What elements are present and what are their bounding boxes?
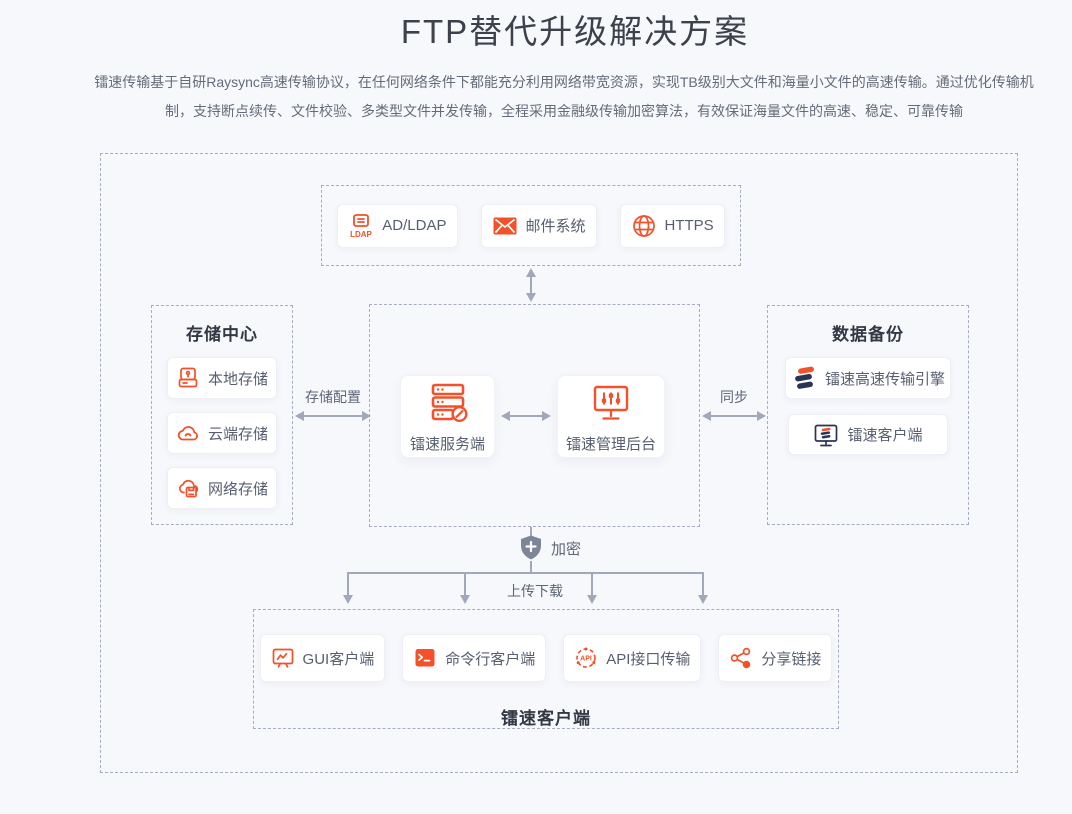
connector-shield-fan xyxy=(530,561,532,573)
raysync-clients-group: GUI客户端 命令行客户端 xyxy=(253,609,839,729)
solution-architecture-diagram: LDAP AD/LDAP 邮件系统 xyxy=(100,153,1018,773)
fanout-arrow-1 xyxy=(343,572,353,604)
card-https: HTTPS xyxy=(619,203,725,248)
sync-label: 同步 xyxy=(720,389,748,405)
raysync-client-icon xyxy=(813,422,839,448)
fanout-line xyxy=(347,572,704,574)
gui-client-icon xyxy=(271,646,295,670)
subtitle-line-2: 制，支持断点续传、文件校验、多类型文件并发传输，全程采用金融级传输加密算法，有效… xyxy=(165,103,963,119)
card-raysync-admin-console: 镭速管理后台 xyxy=(557,375,665,458)
mail-icon xyxy=(492,213,518,239)
card-label: 命令行客户端 xyxy=(445,650,536,668)
fanout-arrow-2 xyxy=(460,572,470,604)
card-label: 镭速高速传输引擎 xyxy=(824,370,945,388)
group-title-storage-center: 存储中心 xyxy=(186,325,258,344)
globe-icon xyxy=(631,213,657,239)
card-share-link: 分享链接 xyxy=(718,634,833,682)
card-label: HTTPS xyxy=(664,217,714,234)
cli-client-icon xyxy=(413,646,437,670)
card-raysync-engine: 镭速高速传输引擎 xyxy=(785,357,951,399)
card-label: 网络存储 xyxy=(207,480,268,498)
subtitle-line-1: 镭速传输基于自研Raysync高速传输协议，在任何网络条件下都能充分利用网络带宽… xyxy=(94,74,1034,90)
connector-storage-core xyxy=(295,411,371,421)
page-subtitle: 镭速传输基于自研Raysync高速传输协议，在任何网络条件下都能充分利用网络带宽… xyxy=(85,68,1043,126)
svg-text:LDAP: LDAP xyxy=(350,230,372,239)
card-label: 镭速服务端 xyxy=(409,435,485,453)
fanout-arrow-3 xyxy=(587,572,597,604)
page-title: FTP替代升级解决方案 xyxy=(400,13,750,50)
storage-config-label: 存储配置 xyxy=(305,389,361,405)
api-icon: API xyxy=(574,646,598,670)
upload-download-label: 上传下载 xyxy=(507,583,563,599)
group-title-data-backup: 数据备份 xyxy=(832,325,904,344)
network-storage-icon xyxy=(176,476,200,500)
card-label: 本地存储 xyxy=(207,370,268,388)
share-icon xyxy=(729,646,753,670)
encryption-marker: 加密 xyxy=(518,534,581,562)
card-label: 分享链接 xyxy=(761,650,822,668)
data-backup-group: 数据备份 镭速高速传输引擎 xyxy=(767,305,969,525)
card-raysync-server: 镭速服务端 xyxy=(400,375,495,458)
local-storage-icon xyxy=(176,366,200,390)
shield-icon xyxy=(518,534,544,562)
cloud-storage-icon xyxy=(176,421,200,445)
ldap-icon: LDAP xyxy=(348,213,374,239)
card-label: 镭速管理后台 xyxy=(565,435,656,453)
raysync-engine-icon xyxy=(791,365,817,391)
group-title-raysync-clients: 镭速客户端 xyxy=(501,709,591,728)
connector-external-core xyxy=(526,268,536,302)
admin-console-icon xyxy=(589,380,633,424)
card-mail-system: 邮件系统 xyxy=(480,203,597,248)
encrypt-label: 加密 xyxy=(551,540,582,558)
card-cli-client: 命令行客户端 xyxy=(402,634,547,682)
connector-core-shield xyxy=(530,527,532,536)
storage-center-group: 存储中心 本地存储 xyxy=(151,305,293,525)
card-label: 邮件系统 xyxy=(525,218,586,235)
card-raysync-client: 镭速客户端 xyxy=(788,414,948,455)
svg-text:API: API xyxy=(580,656,592,663)
card-label: 镭速客户端 xyxy=(847,427,923,444)
card-network-storage: 网络存储 xyxy=(167,467,277,509)
card-gui-client: GUI客户端 xyxy=(259,634,386,682)
server-icon xyxy=(426,380,470,424)
card-api-transfer: API API接口传输 xyxy=(563,634,702,682)
fanout-arrow-4 xyxy=(698,572,708,604)
card-ad-ldap: LDAP AD/LDAP xyxy=(337,203,458,248)
connector-core-backup xyxy=(702,411,766,421)
connector-server-admin xyxy=(501,411,551,421)
card-label: API接口传输 xyxy=(606,650,691,668)
raysync-core-group: 镭速服务端 镭速管理后台 xyxy=(369,304,700,527)
card-label: 云端存储 xyxy=(207,425,268,443)
card-cloud-storage: 云端存储 xyxy=(167,412,277,454)
card-label: GUI客户端 xyxy=(302,650,375,668)
card-local-storage: 本地存储 xyxy=(167,357,277,399)
external-systems-group: LDAP AD/LDAP 邮件系统 xyxy=(321,185,741,266)
card-label: AD/LDAP xyxy=(382,217,447,234)
